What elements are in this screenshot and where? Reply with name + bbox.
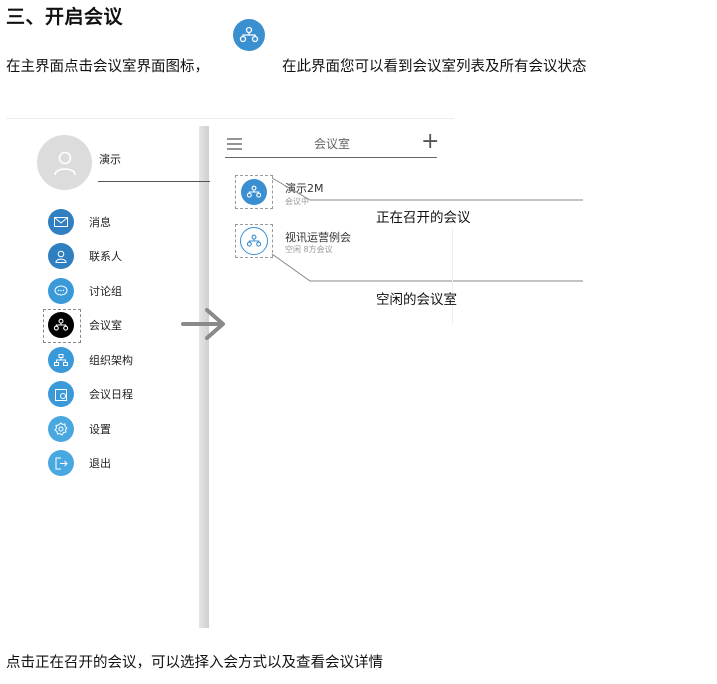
menu-item-discussion[interactable]: 讨论组: [48, 276, 122, 306]
user-name: 演示: [99, 153, 121, 166]
intro-part-2: 会议室界面图标，: [93, 59, 209, 75]
header-divider: [225, 157, 437, 158]
mail-icon: [48, 209, 74, 235]
menu-item-contacts[interactable]: 联系人: [48, 241, 122, 271]
callout-ongoing: 正在召开的会议: [376, 210, 471, 226]
menu-label: 会议日程: [89, 388, 133, 401]
meeting-status: 会议中: [285, 197, 309, 206]
menu-item-settings[interactable]: 设置: [48, 414, 111, 444]
selected-highlight: [43, 309, 81, 343]
menu-item-meeting-room[interactable]: 会议室: [48, 310, 122, 340]
faint-divider: [452, 228, 453, 324]
meeting-room-icon: [48, 312, 74, 338]
menu-item-org-chart[interactable]: 组织架构: [48, 345, 133, 375]
hamburger-menu-icon[interactable]: [227, 135, 243, 154]
arrow-right-icon: [181, 306, 227, 346]
user-icon: [53, 151, 76, 175]
menu-label: 设置: [89, 423, 111, 436]
menu-item-messages[interactable]: 消息: [48, 207, 111, 237]
exit-icon: [48, 450, 74, 476]
meeting-room-icon: [233, 19, 265, 51]
intro-part-3: 在此界面您可以看到会议室列表及所有会议状态: [282, 59, 587, 75]
contact-icon: [48, 243, 74, 269]
meeting-name: 视讯运营例会: [285, 231, 351, 244]
settings-icon: [48, 416, 74, 442]
page-title: 会议室: [314, 137, 351, 151]
meeting-room-icon: [241, 179, 267, 205]
menu-label: 联系人: [89, 250, 122, 263]
menu-label: 消息: [89, 216, 111, 229]
callout-idle: 空闲的会议室: [376, 292, 457, 308]
meeting-room-icon: [240, 227, 268, 255]
menu-label: 组织架构: [89, 354, 133, 367]
intro-text: 在主界面点击会议室界面图标，: [6, 55, 209, 76]
menu-label: 会议室: [89, 319, 122, 332]
screenshot-top-edge: [6, 118, 454, 119]
meeting-status: 空闲 8方会议: [285, 245, 333, 254]
meeting-item-idle[interactable]: [235, 224, 273, 258]
user-divider: [98, 181, 210, 182]
menu-label: 退出: [89, 457, 111, 470]
avatar[interactable]: [37, 135, 92, 190]
section-heading: 三、开启会议: [6, 6, 124, 28]
intro-part-1: 在主界面点击: [6, 59, 93, 75]
footer-text: 点击正在召开的会议，可以选择入会方式以及查看会议详情: [6, 655, 383, 671]
panel-divider: [199, 126, 209, 628]
meeting-name: 演示2M: [285, 182, 324, 195]
org-chart-icon: [48, 347, 74, 373]
calendar-icon: [48, 381, 74, 407]
menu-label: 讨论组: [89, 285, 122, 298]
add-icon[interactable]: +: [421, 129, 440, 154]
menu-item-exit[interactable]: 退出: [48, 448, 111, 478]
meeting-item-ongoing[interactable]: [235, 175, 273, 209]
menu-item-schedule[interactable]: 会议日程: [48, 379, 133, 409]
chat-icon: [48, 278, 74, 304]
